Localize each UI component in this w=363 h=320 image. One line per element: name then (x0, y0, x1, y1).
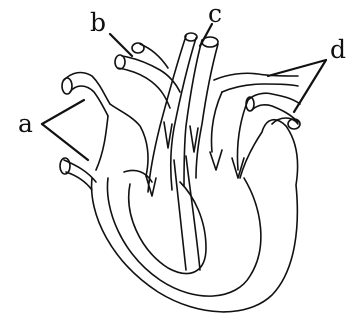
septum (186, 156, 200, 270)
label-b: b (90, 8, 106, 37)
vessel-b (115, 43, 180, 108)
superior-vena-cava (64, 73, 110, 104)
semilunar-valve (164, 122, 172, 148)
label-d: d (330, 35, 346, 64)
leader-a-upper (42, 100, 84, 124)
left-ventricle-wall (107, 178, 260, 296)
label-a: a (18, 109, 33, 138)
pulmonary-vein-upper (214, 73, 298, 80)
leader-b (110, 34, 132, 56)
mitral-valve (210, 150, 244, 178)
left-atrium-wall (211, 92, 248, 170)
label-c: c (208, 0, 222, 28)
leader-a-lower (42, 124, 88, 160)
pulmonary-vein-lower (248, 93, 300, 104)
right-atrium-wall (96, 104, 148, 176)
